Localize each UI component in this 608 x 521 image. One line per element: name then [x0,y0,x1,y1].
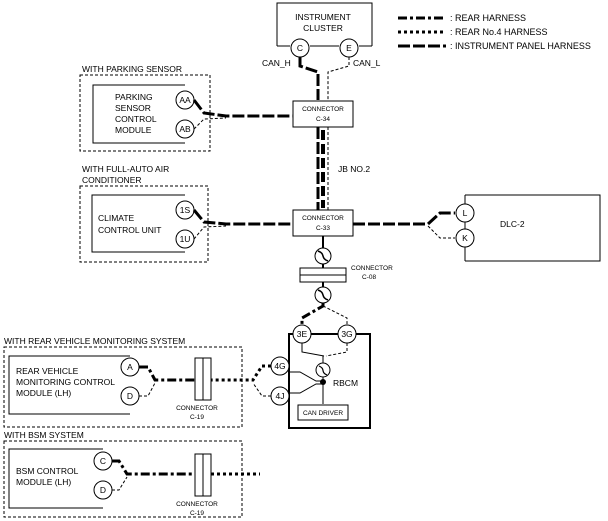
pin-k-circle [455,228,475,248]
can-driver-box [297,404,349,421]
c33-line1: CONNECTOR [302,215,344,222]
c33-line2: C-33 [316,225,330,232]
rvm-pin-d-label: D [127,391,133,401]
pin-3g-label: 3G [341,329,352,339]
wire-bsm-d [112,476,128,491]
parking-line2: SENSOR [115,103,151,113]
pin-l-circle [455,203,475,223]
wire-parking-h [192,99,293,118]
wire-dlc-h [353,211,455,226]
connector-c34: CONNECTOR C-34 [292,100,354,128]
pin-1s-label: 1S [180,205,191,215]
rbcm-junction-dot [320,379,326,385]
wire-rvm-d [139,382,156,397]
wire-to-3e [300,303,325,326]
climate-group-label1: WITH FULL-AUTO AIR [82,164,169,174]
rvm-group: WITH REAR VEHICLE MONITORING SYSTEM REAR… [3,336,243,428]
c19-bsm-line1: CONNECTOR [176,501,218,508]
pin-e-label: E [346,43,352,53]
wire-4g [211,364,271,382]
climate-line1: CLIMATE [98,213,135,223]
pin-1u-label: 1U [180,234,191,244]
climate-group-label2: CONDITIONER [82,175,142,185]
legend: : REAR HARNESS : REAR No.4 HARNESS : INS… [398,13,591,51]
connector-c19-rvm: CONNECTOR C-19 [176,357,218,421]
legend-rear4-text: : REAR No.4 HARNESS [450,27,548,37]
c34-line2: C-34 [316,116,330,123]
climate-line2: CONTROL UNIT [98,225,161,235]
wire-to-3g [322,305,348,326]
legend-rear-text: : REAR HARNESS [450,13,526,23]
pin-l-label: L [463,208,468,218]
dlc-label: DLC-2 [500,219,525,229]
pin-k-label: K [462,233,468,243]
wire-climate-h [192,209,293,226]
parking-group-label: WITH PARKING SENSOR [82,64,182,74]
wire-4j [252,382,271,397]
connector-c08: CONNECTOR C-08 [299,265,393,283]
pin-4j-label: 4J [276,391,285,401]
c08-line1: CONNECTOR [351,265,393,272]
pin-aa-label: AA [179,95,191,105]
rbcm: 3E 3G RBCM CAN DRIVER 4G 4J [270,324,371,429]
bsm-group-label: WITH BSM SYSTEM [4,430,84,440]
c34-line1: CONNECTOR [302,106,344,113]
c19-rvm-line2: C-19 [190,414,204,421]
parking-line3: CONTROL [115,114,157,124]
rvm-line1: REAR VEHICLE [16,366,79,376]
climate-group: WITH FULL-AUTO AIR CONDITIONER CLIMATE C… [79,164,209,263]
pin-4g-label: 4G [274,361,285,371]
pin-3e-label: 3E [297,329,308,339]
wire-rvm-a [139,365,195,382]
wire-can-l [327,57,350,100]
c19-rvm-line1: CONNECTOR [176,405,218,412]
bsm-pin-d-label: D [100,485,106,495]
connector-c33: CONNECTOR C-33 [292,209,354,237]
bsm-pin-c-label: C [100,456,106,466]
wire-dlc-l [427,225,455,239]
instrument-cluster-line1: INSTRUMENT [295,12,351,22]
can-h-label: CAN_H [262,58,291,68]
dlc-2: L K DLC-2 [455,194,601,262]
instrument-cluster: INSTRUMENT CLUSTER C E CAN_H CAN_L [262,2,381,68]
rvm-line2: MONITORING CONTROL [16,377,115,387]
wire-can-h [298,57,320,100]
twist-symbol-1 [314,247,332,265]
can-driver-label: CAN DRIVER [303,410,343,417]
instrument-cluster-line2: CLUSTER [303,23,343,33]
connector-c19-bsm: CONNECTOR C-19 [176,453,218,517]
jb-label: JB NO.2 [338,164,370,174]
rbcm-label: RBCM [333,378,358,388]
parking-line4: MODULE [115,125,152,135]
rvm-group-label: WITH REAR VEHICLE MONITORING SYSTEM [4,336,185,346]
rvm-pin-a-label: A [127,362,133,372]
bsm-line2: MODULE (LH) [16,477,71,487]
bsm-group: WITH BSM SYSTEM BSM CONTROL MODULE (LH) … [3,430,243,518]
twist-symbol-2 [314,286,332,304]
jb-no2-link: JB NO.2 [316,127,370,210]
bsm-line1: BSM CONTROL [16,466,79,476]
c08-line2: C-08 [362,274,376,281]
parking-line1: PARKING [115,92,153,102]
can-l-label: CAN_L [353,58,381,68]
rvm-line3: MODULE (LH) [16,388,71,398]
wire-climate-l [193,225,227,240]
pin-c-label: C [297,43,303,53]
legend-panel-text: : INSTRUMENT PANEL HARNESS [450,41,591,51]
parking-sensor-group: WITH PARKING SENSOR PARKING SENSOR CONTR… [79,64,211,152]
wire-bsm-c [112,459,195,476]
pin-ab-label: AB [179,124,191,134]
c19-bsm-line2: C-19 [190,510,204,517]
